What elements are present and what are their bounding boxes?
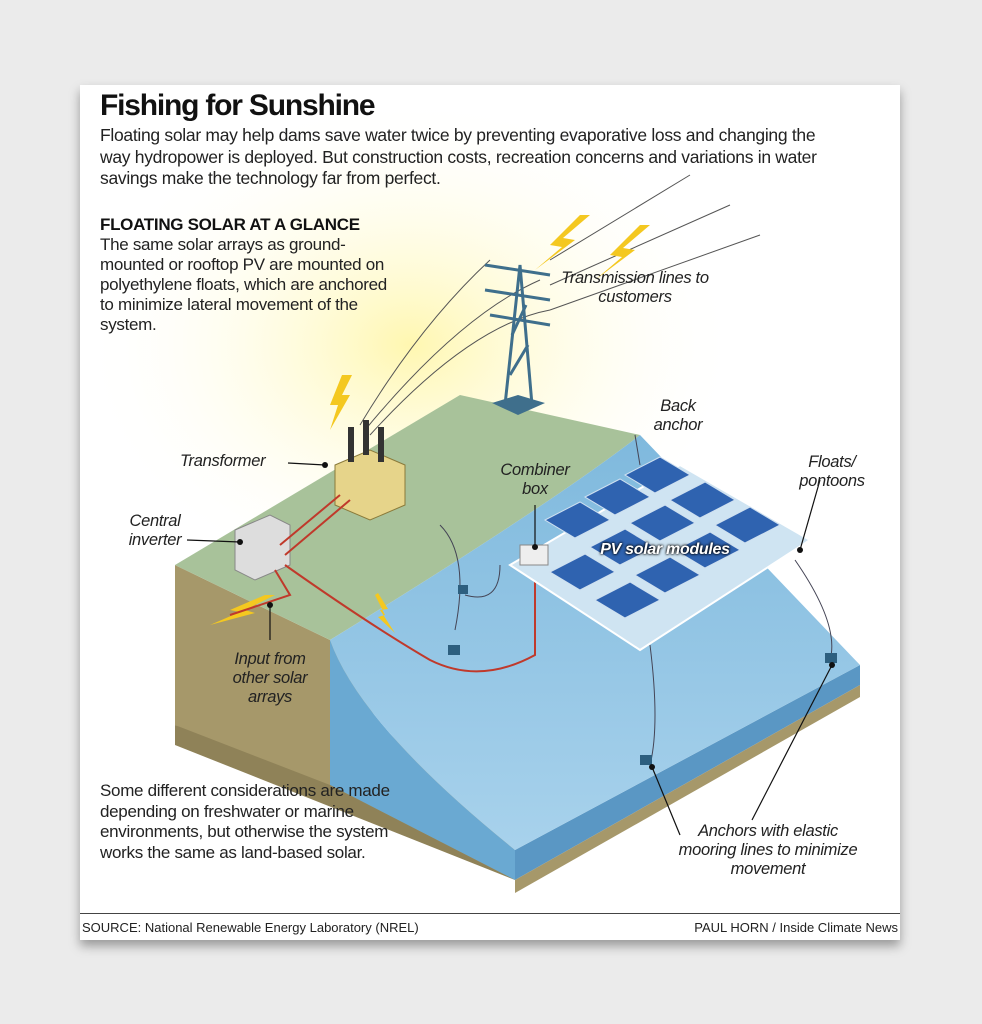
note-text: Some different considerations are made d… bbox=[100, 781, 390, 862]
earth-bottom-strip bbox=[515, 685, 860, 893]
central-inverter bbox=[234, 514, 291, 581]
water-left-face bbox=[175, 725, 515, 880]
water-front-face bbox=[330, 640, 515, 880]
label-transformer: Transformer bbox=[180, 452, 266, 470]
page-title: Fishing for Sunshine bbox=[100, 89, 376, 122]
land-top bbox=[175, 395, 640, 640]
source-credit: SOURCE: National Renewable Energy Labora… bbox=[82, 920, 419, 935]
label-input-other-arrays: Input from other solar arrays bbox=[232, 650, 308, 706]
anchor-blocks bbox=[448, 585, 837, 765]
infographic-card: Fishing for Sunshine Floating solar may … bbox=[80, 85, 900, 940]
pv-solar-modules bbox=[543, 456, 782, 619]
intro-text: Floating solar may help dams save water … bbox=[100, 125, 817, 188]
author-credit: PAUL HORN / Inside Climate News bbox=[694, 920, 898, 935]
label-pv-modules: PV solar modules bbox=[600, 541, 730, 558]
label-central-inverter: Central inverter bbox=[128, 512, 182, 549]
water-right-face bbox=[515, 665, 860, 880]
label-transmission-lines: Transmission lines to customers bbox=[561, 269, 709, 306]
floating-solar-diagram bbox=[80, 95, 860, 893]
footer: SOURCE: National Renewable Energy Labora… bbox=[80, 913, 900, 941]
label-combiner-box: Combiner box bbox=[500, 461, 570, 498]
section-heading: FLOATING SOLAR AT A GLANCE bbox=[100, 215, 360, 234]
label-anchors: Anchors with elastic mooring lines to mi… bbox=[678, 822, 858, 878]
label-floats: Floats/ pontoons bbox=[799, 453, 865, 490]
label-back-anchor: Back anchor bbox=[653, 397, 703, 434]
glance-text: The same solar arrays as ground-mounted … bbox=[100, 235, 387, 334]
transformer bbox=[334, 449, 406, 521]
transmission-tower bbox=[484, 263, 551, 406]
